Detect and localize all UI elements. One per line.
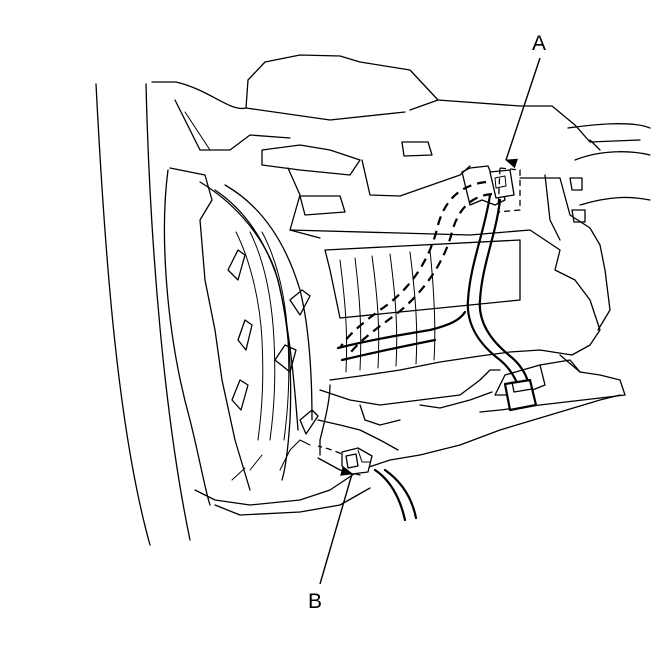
- callout-a: A: [505, 32, 546, 169]
- clip-b: [341, 447, 373, 475]
- wire-harness: [336, 193, 530, 522]
- door-edge-lines: [95, 83, 191, 546]
- callout-b: B: [308, 466, 353, 613]
- harness-connector: [503, 378, 538, 412]
- lower-panel: [194, 369, 621, 516]
- callout-b-leader-arrow: [319, 466, 353, 585]
- callout-a-label: A: [532, 32, 546, 55]
- callout-b-label: B: [308, 590, 322, 613]
- dashboard-upper-outline: [151, 54, 651, 206]
- right-housing: [479, 174, 626, 413]
- hidden-wire-harness: [317, 180, 493, 459]
- glove-box-opening-frame: [289, 229, 601, 381]
- clip-a: [461, 165, 521, 213]
- blower-housing: [163, 167, 319, 506]
- callout-a-leader-arrow: [505, 57, 541, 169]
